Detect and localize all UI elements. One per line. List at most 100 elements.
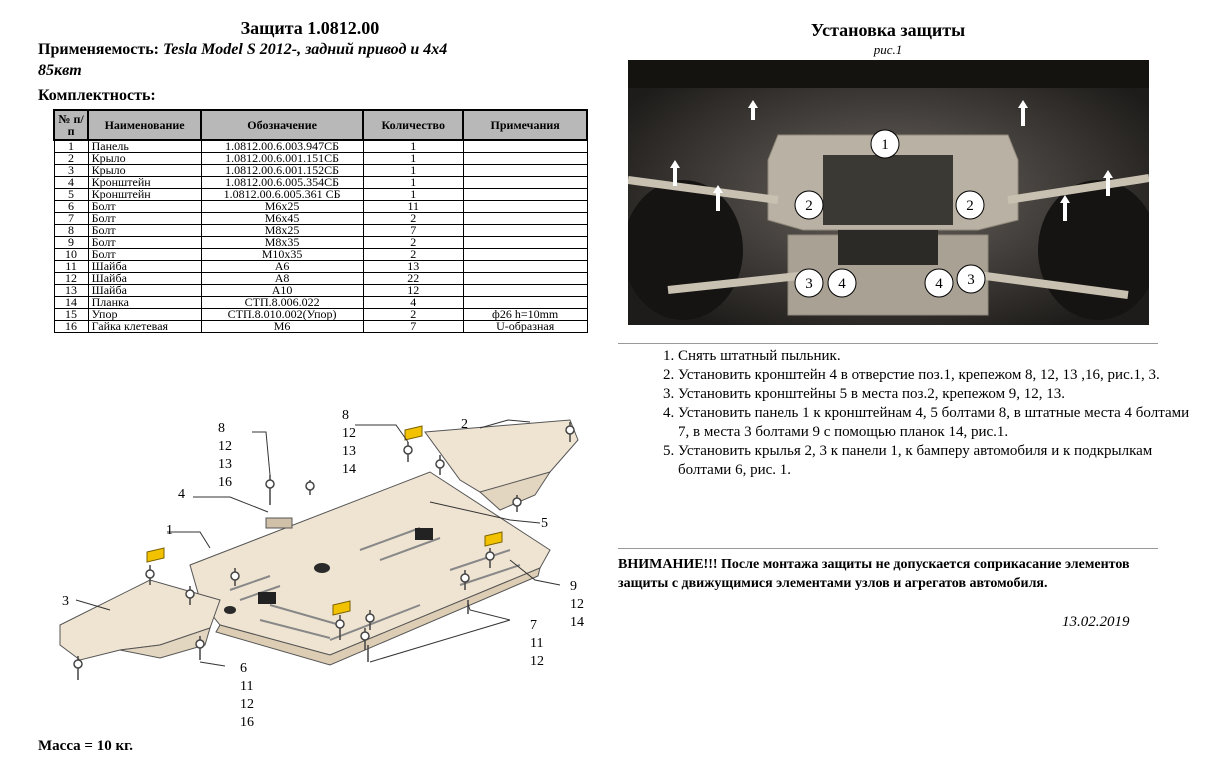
cell-number: 5 [53, 188, 89, 201]
callout-group-6: 6 11 12 16 [240, 661, 254, 730]
cell-quantity: 7 [362, 320, 464, 333]
photo-arrows [670, 100, 1113, 221]
installation-steps: Снять штатный пыльник. Установить кроншт… [640, 347, 1198, 480]
header-number: № п/п [52, 109, 90, 141]
cell-number: 16 [53, 320, 89, 333]
cell-notes [462, 248, 588, 261]
svg-text:2: 2 [966, 198, 974, 214]
cell-notes [462, 284, 588, 297]
cell-notes [462, 188, 588, 201]
bolts [73, 422, 575, 680]
kit-label: Комплектность: [38, 87, 156, 104]
cell-notes [462, 224, 588, 237]
photo-callouts: 1 2 2 3 4 4 3 [794, 129, 986, 298]
figure-caption: рис.1 [873, 42, 903, 57]
cell-notes: U-образная [462, 320, 588, 333]
cell-notes: ф26 h=10mm [462, 308, 588, 321]
cell-designation: 1.0812.00.6.001.152СБ [200, 164, 364, 177]
brackets [258, 517, 433, 604]
callout-group-a: 8 12 13 16 [218, 421, 232, 490]
svg-text:3: 3 [967, 272, 975, 288]
table-header-row: № п/п Наименование Обозначение Количеств… [52, 109, 588, 141]
callout-1: 1 [166, 523, 173, 538]
warning-text: ВНИМАНИЕ!!! После монтажа защиты не допу… [618, 557, 1130, 591]
applicability-value: Tesla Model S 2012-, задний привод и 4х4 [162, 41, 448, 58]
cell-notes [462, 272, 588, 285]
header-designation: Обозначение [200, 109, 365, 141]
svg-text:4: 4 [838, 276, 846, 292]
applicability-value-line2: 85квт [38, 62, 82, 79]
step-item: Установить кронштейн 4 в отверстие поз.1… [678, 366, 1198, 385]
callout-group-b: 8 12 13 14 [342, 408, 356, 477]
callout-5: 5 [541, 516, 548, 531]
header-name: Наименование [87, 109, 203, 141]
header-quantity: Количество [362, 109, 465, 141]
cell-name: Гайка клетевая [87, 320, 202, 333]
step-item: Снять штатный пыльник. [678, 347, 1198, 366]
parts-table: № п/п Наименование Обозначение Количеств… [52, 109, 588, 333]
cell-quantity: 22 [362, 272, 464, 285]
cell-notes [462, 260, 588, 273]
yellow-strips [146, 425, 503, 616]
cell-designation: М8х25 [200, 224, 364, 237]
divider-bottom [618, 548, 1158, 549]
step-item: Установить панель 1 к кронштейнам 4, 5 б… [678, 404, 1198, 442]
wing-right-part [424, 419, 579, 511]
divider-top [618, 343, 1158, 344]
document-date: 13.02.2019 [1062, 614, 1130, 630]
cell-designation: М6 [200, 320, 364, 333]
callout-2: 2 [461, 417, 468, 432]
cell-number: 13 [53, 284, 89, 297]
main-panel [189, 471, 551, 666]
cell-designation: 1.0812.00.6.001.151СБ [200, 152, 364, 165]
cell-number: 2 [53, 152, 89, 165]
callout-group-7: 7 11 12 [530, 618, 544, 669]
exploded-diagram [59, 419, 579, 680]
callout-4: 4 [178, 487, 185, 502]
cell-notes [462, 152, 588, 165]
svg-text:2: 2 [805, 198, 813, 214]
cell-name: Болт [87, 236, 202, 249]
cell-name: Болт [87, 248, 202, 261]
wing-left-part [59, 579, 221, 661]
cell-number: 12 [53, 272, 89, 285]
cell-number: 9 [53, 236, 89, 249]
callout-group-9: 9 12 14 [570, 579, 584, 630]
cell-number: 4 [53, 176, 89, 189]
left-title: Защита 1.0812.00 [240, 18, 380, 38]
cell-name: Шайба [87, 272, 202, 285]
svg-text:4: 4 [935, 276, 943, 292]
cell-name: Шайба [87, 260, 202, 273]
svg-text:1: 1 [881, 137, 889, 153]
installation-photo: 1 2 2 3 4 4 3 [628, 60, 1149, 325]
cell-notes [462, 164, 588, 177]
cell-notes [462, 236, 588, 249]
cell-notes [462, 212, 588, 225]
right-title: Установка защиты [810, 20, 966, 40]
header-notes: Примечания [462, 109, 588, 141]
applicability: Применяемость: Tesla Model S 2012-, задн… [38, 41, 598, 59]
step-item: Установить кронштейны 5 в места поз.2, к… [678, 385, 1198, 404]
applicability-label: Применяемость: [38, 41, 159, 58]
cell-notes [462, 176, 588, 189]
cell-name: Кронштейн [87, 188, 202, 201]
svg-text:3: 3 [805, 276, 813, 292]
callout-3: 3 [62, 594, 69, 609]
cell-notes [462, 200, 588, 213]
